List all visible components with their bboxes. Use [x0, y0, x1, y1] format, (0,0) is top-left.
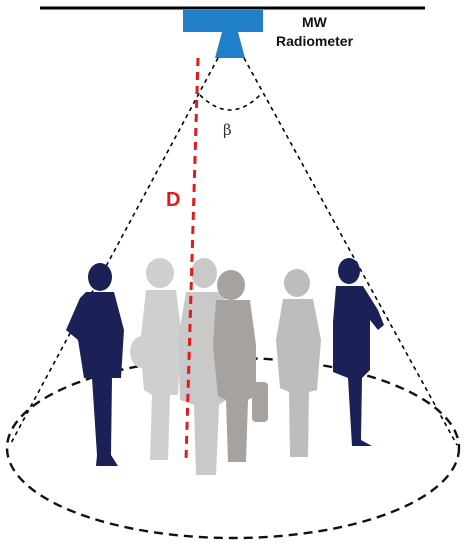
- cone-left-edge: [9, 57, 219, 446]
- distance-line: [184, 57, 200, 461]
- person-silhouette-icon: [276, 269, 321, 457]
- cone-right-edge: [243, 57, 458, 446]
- person-silhouette-icon: [130, 258, 181, 460]
- person-silhouette-icon: [66, 263, 124, 466]
- distance-label: D: [166, 189, 180, 211]
- radiometer-label-line1: MW: [302, 14, 328, 30]
- radiometer-sensor-icon: [183, 10, 263, 58]
- person-silhouette-icon: [213, 270, 268, 462]
- crowd: [66, 258, 384, 475]
- radiometer-label-line2: Radiometer: [276, 33, 354, 49]
- beam-angle-label: β: [223, 121, 232, 139]
- beam-angle-arc: [199, 94, 261, 111]
- coverage-ellipse: [5, 356, 461, 540]
- person-silhouette-icon: [333, 258, 384, 446]
